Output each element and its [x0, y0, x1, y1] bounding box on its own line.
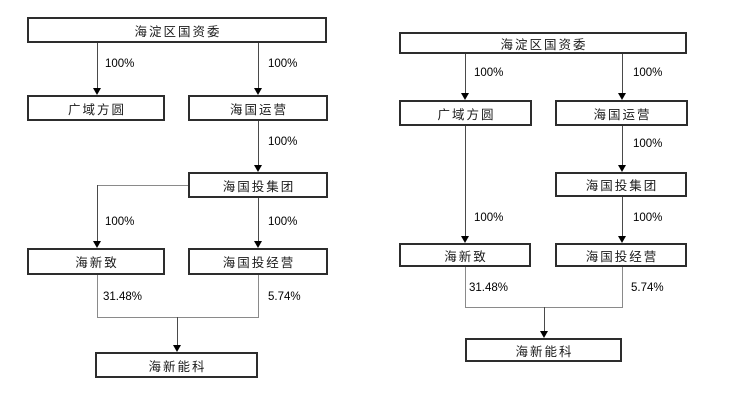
node-haiguotou-group: 海国投集团 — [555, 172, 687, 197]
ownership-label: 100% — [268, 216, 298, 228]
node-haiguotou-jingying: 海国投经营 — [555, 243, 687, 267]
connector-sasac-yunying — [622, 54, 623, 94]
node-haiguotou-jingying: 海国投经营 — [188, 248, 328, 275]
ownership-label: 100% — [633, 67, 663, 79]
connector-yunying-group — [258, 121, 259, 166]
node-guangyu-fangyuan: 广域方圆 — [399, 100, 532, 126]
connector-sasac-guangyu — [97, 43, 98, 89]
ownership-label: 100% — [105, 216, 135, 228]
arrowhead — [254, 165, 262, 172]
ownership-label: 5.74% — [631, 282, 664, 294]
node-haidian-sasac: 海淀区国资委 — [399, 32, 687, 54]
node-haixin-nengke: 海新能科 — [95, 352, 258, 378]
connector-haixinzhi-merge — [465, 267, 466, 307]
arrowhead — [461, 236, 469, 243]
connector-yunying-group — [622, 126, 623, 166]
node-haixinzhi: 海新致 — [27, 248, 165, 275]
connector-group-jingying — [258, 198, 259, 242]
arrowhead — [254, 88, 262, 95]
arrowhead — [618, 93, 626, 100]
node-haiguo-yunying: 海国运营 — [188, 95, 328, 121]
ownership-label: 5.74% — [268, 291, 301, 303]
node-guangyu-fangyuan: 广域方圆 — [27, 95, 165, 121]
connector-merge-h — [97, 317, 259, 318]
arrowhead — [618, 165, 626, 172]
node-haiguo-yunying: 海国运营 — [555, 100, 688, 126]
arrowhead — [618, 236, 626, 243]
ownership-label: 100% — [474, 67, 504, 79]
connector-sasac-yunying — [258, 43, 259, 89]
connector-jingying-merge — [258, 275, 259, 317]
arrowhead — [461, 93, 469, 100]
ownership-label: 100% — [474, 212, 504, 224]
arrowhead — [254, 241, 262, 248]
connector-group-haixinzhi-h — [97, 185, 188, 186]
ownership-label: 31.48% — [469, 282, 509, 294]
connector-merge-co — [544, 307, 545, 332]
ownership-label: 100% — [268, 136, 298, 148]
connector-jingying-merge — [622, 267, 623, 307]
arrowhead — [540, 331, 548, 338]
arrowhead — [93, 88, 101, 95]
ownership-label: 100% — [268, 58, 298, 70]
node-haidian-sasac: 海淀区国资委 — [27, 17, 327, 43]
node-haixin-nengke: 海新能科 — [465, 338, 622, 362]
ownership-label: 100% — [633, 212, 663, 224]
ownership-label: 100% — [105, 58, 135, 70]
connector-sasac-guangyu — [465, 54, 466, 94]
connector-group-jingying — [622, 197, 623, 237]
ownership-label: 31.48% — [103, 291, 143, 303]
ownership-label: 100% — [633, 138, 663, 150]
connector-group-haixinzhi-v — [97, 185, 98, 242]
arrowhead — [173, 345, 181, 352]
connector-haixinzhi-merge — [97, 275, 98, 317]
node-haiguotou-group: 海国投集团 — [188, 172, 328, 198]
connector-guangyu-haixinzhi — [465, 126, 466, 237]
arrowhead — [93, 241, 101, 248]
node-haixinzhi: 海新致 — [399, 243, 531, 267]
connector-merge-co — [177, 317, 178, 346]
